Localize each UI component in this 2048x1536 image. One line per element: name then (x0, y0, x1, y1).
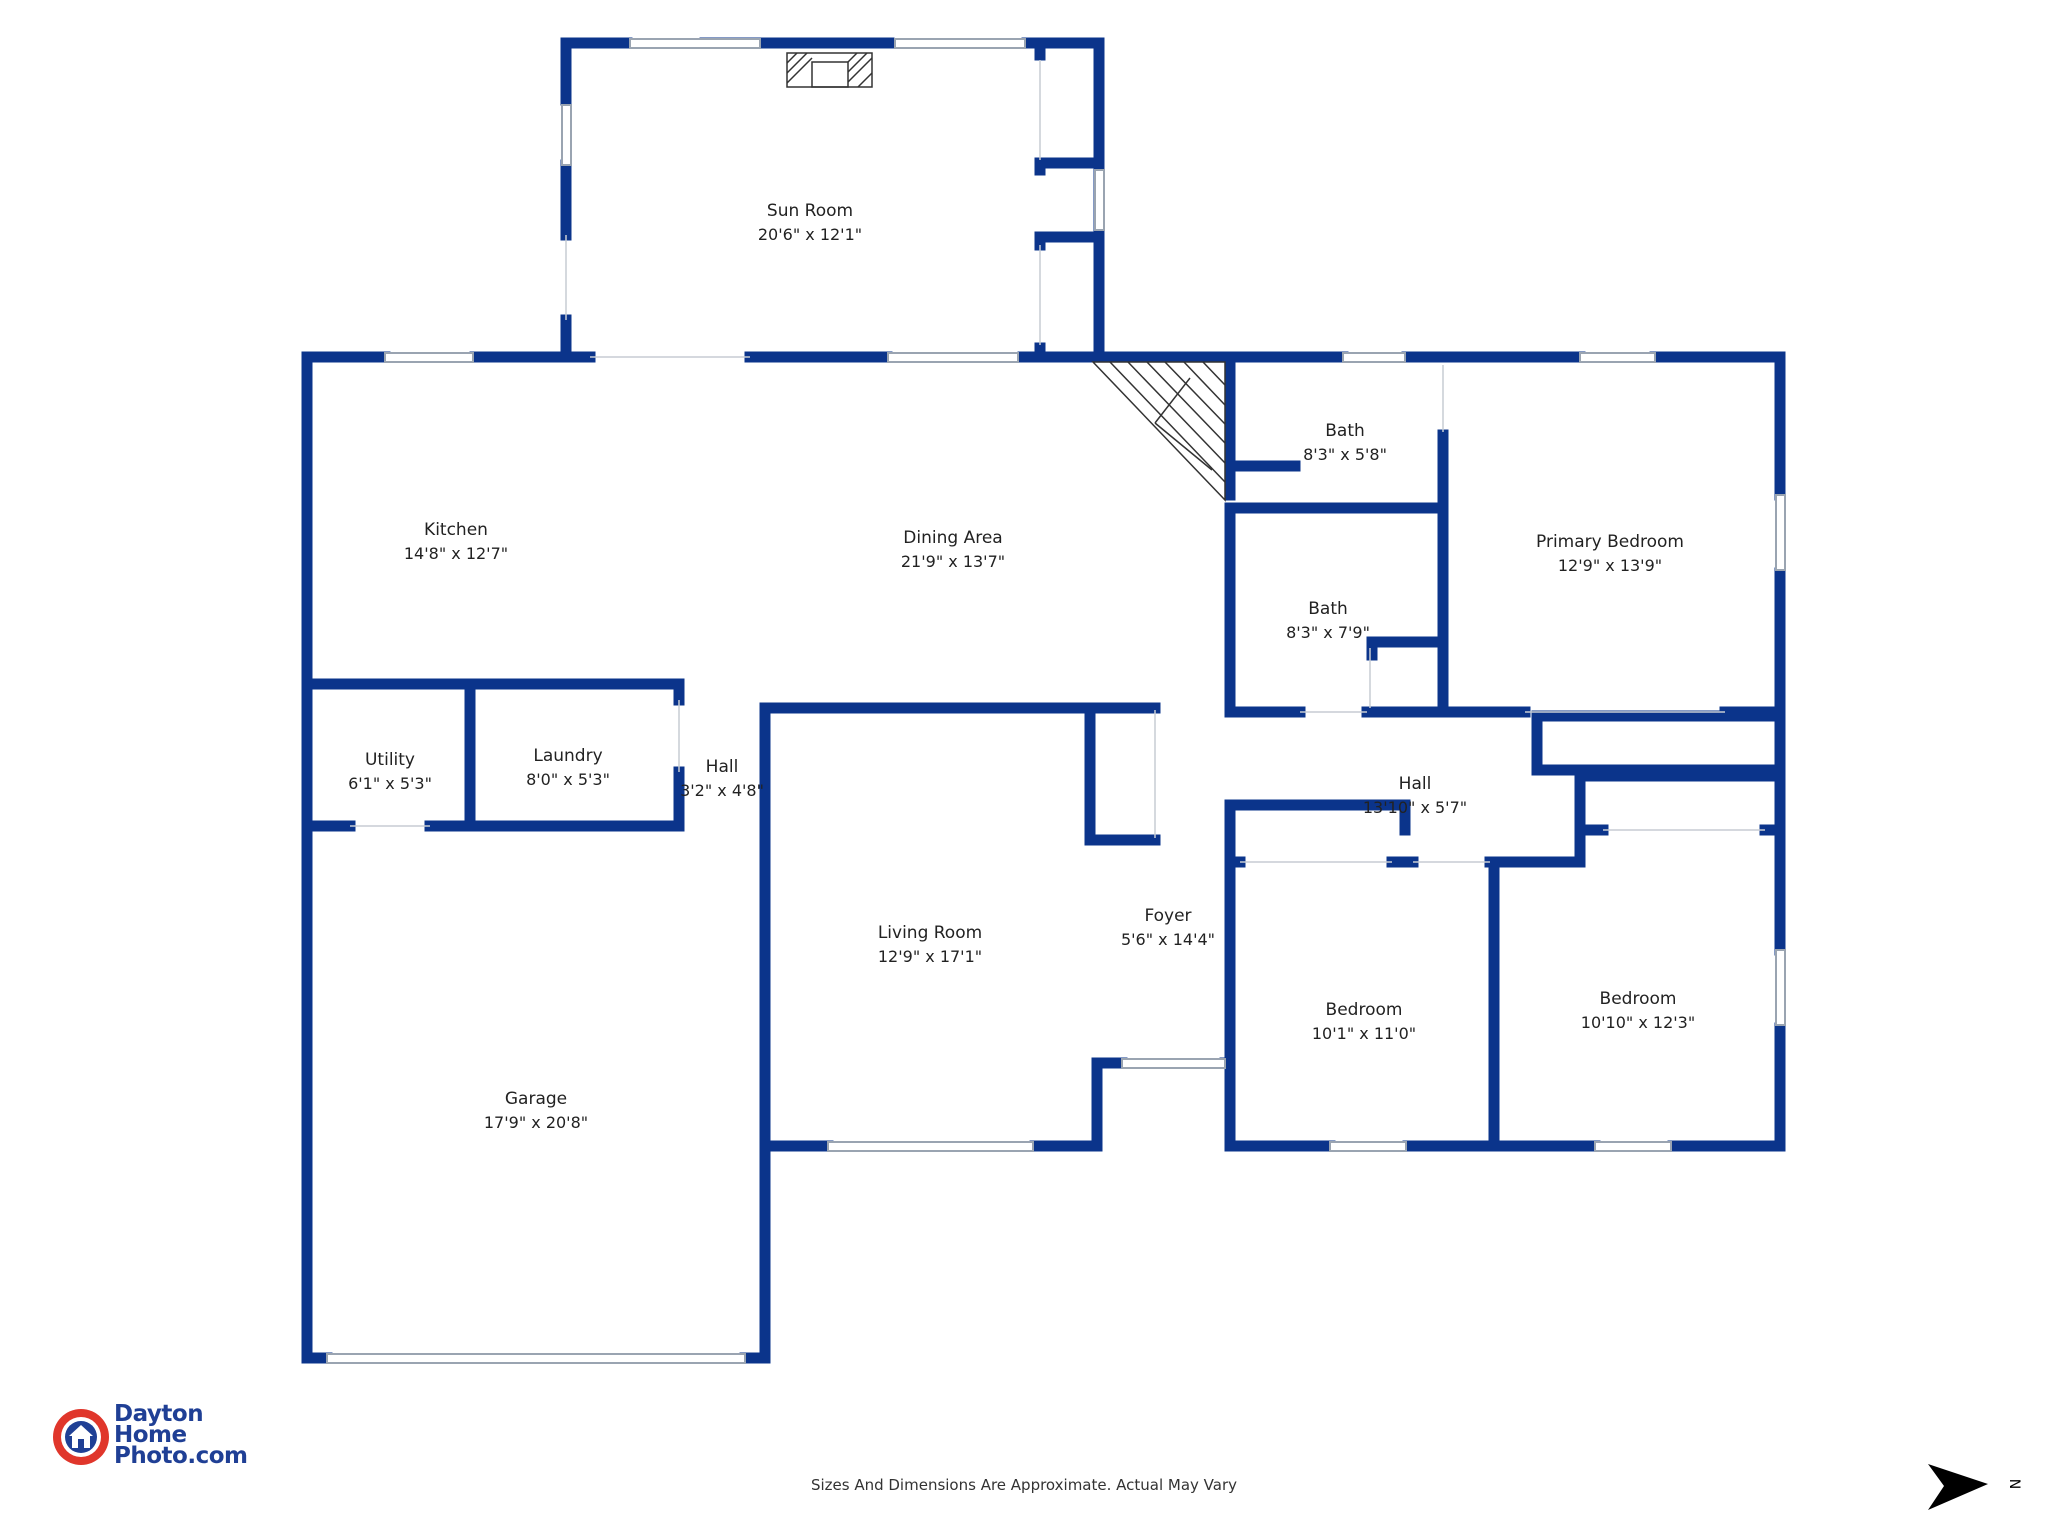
windows (326, 38, 1786, 1364)
room-dim-garage: 17'9" x 20'8" (484, 1113, 588, 1132)
room-dim-hall-main: 13'10" x 5'7" (1363, 798, 1467, 817)
room-dim-bath-2: 8'3" x 7'9" (1286, 623, 1370, 642)
room-dim-kitchen: 14'8" x 12'7" (404, 544, 508, 563)
room-name-sun-room: Sun Room (767, 201, 853, 221)
room-dim-utility: 6'1" x 5'3" (348, 774, 432, 793)
room-name-bath-1: Bath (1325, 421, 1365, 441)
disclaimer-note: Sizes And Dimensions Are Approximate. Ac… (810, 1476, 1238, 1494)
room-name-hall-main: Hall (1399, 774, 1432, 794)
room-dim-bedroom-1: 10'1" x 11'0" (1312, 1024, 1416, 1043)
room-name-garage: Garage (505, 1089, 567, 1109)
room-name-laundry: Laundry (533, 746, 602, 766)
room-name-dining: Dining Area (903, 528, 1002, 548)
room-dim-sun-room: 20'6" x 12'1" (758, 225, 862, 244)
logo-wordmark: Dayton Home Photo.com (114, 1401, 248, 1469)
room-dim-bath-1: 8'3" x 5'8" (1303, 445, 1387, 464)
room-name-bath-2: Bath (1308, 599, 1348, 619)
stairs-icon (1091, 361, 1226, 502)
openings (350, 60, 1765, 863)
logo-line-1: Dayton (114, 1401, 204, 1427)
north-label: N (2006, 1479, 2022, 1489)
room-dim-dining: 21'9" x 13'7" (901, 552, 1005, 571)
room-name-bedroom-1: Bedroom (1326, 1000, 1403, 1020)
fireplace-icon (786, 52, 873, 88)
logo-line-3: Photo.com (114, 1443, 248, 1469)
room-name-kitchen: Kitchen (424, 520, 488, 540)
room-name-foyer: Foyer (1144, 906, 1191, 926)
logo-line-2: Home (114, 1422, 187, 1448)
room-dim-hall-small: 3'2" x 4'8" (680, 781, 764, 800)
company-logo: Dayton Home Photo.com (50, 1401, 270, 1474)
room-name-living-room: Living Room (878, 923, 982, 943)
room-dim-laundry: 8'0" x 5'3" (526, 770, 610, 789)
north-arrow-icon: N (1928, 1464, 2022, 1510)
room-dim-living-room: 12'9" x 17'1" (878, 947, 982, 966)
room-dim-bedroom-2: 10'10" x 12'3" (1581, 1013, 1695, 1032)
house-logo-icon (53, 1409, 109, 1465)
room-name-hall-small: Hall (706, 757, 739, 777)
room-labels: Sun Room 20'6" x 12'1" Kitchen 14'8" x 1… (348, 201, 1695, 1132)
walls (301, 37, 1786, 1364)
room-dim-foyer: 5'6" x 14'4" (1121, 930, 1215, 949)
room-dim-primary-bedroom: 12'9" x 13'9" (1558, 556, 1662, 575)
room-name-primary-bedroom: Primary Bedroom (1536, 532, 1684, 552)
room-name-utility: Utility (365, 750, 415, 770)
room-name-bedroom-2: Bedroom (1600, 989, 1677, 1009)
